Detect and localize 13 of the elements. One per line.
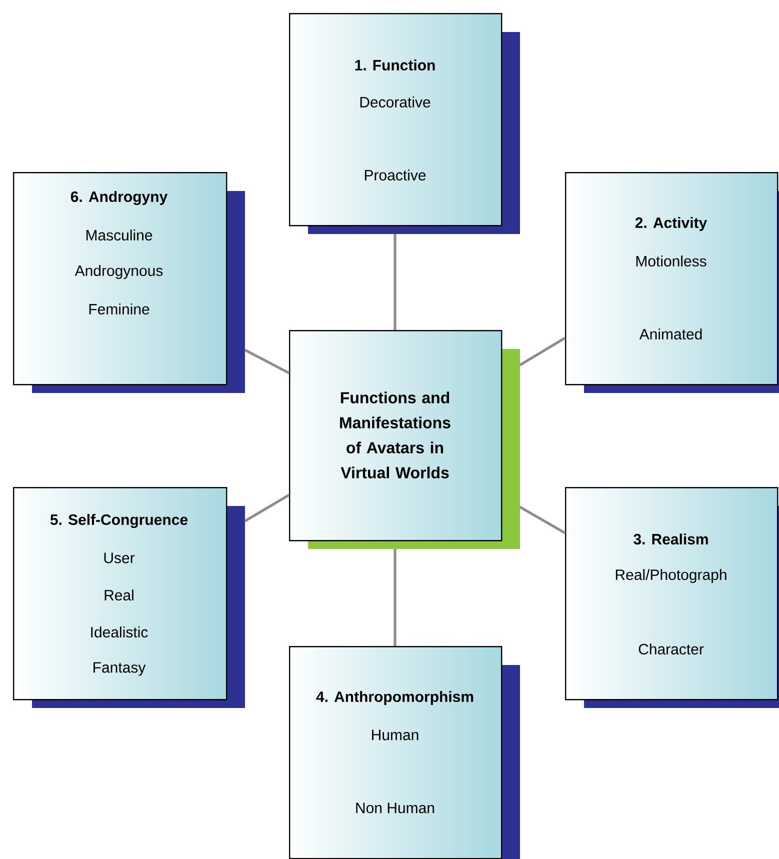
category-box: 2. Activity Motionless Animated xyxy=(565,172,779,393)
category-box: 5. Self-Congruence User Real Idealistic Fantasy xyxy=(13,487,245,708)
category-box: 4. Anthropomorphism Human Non Human xyxy=(289,646,520,859)
category-box: 3. Realism Real/Photograph Character xyxy=(565,487,779,708)
connector-line xyxy=(519,506,566,534)
connector-line xyxy=(394,234,396,330)
connector-line xyxy=(394,549,396,646)
connector-line xyxy=(244,348,290,374)
category-box: 6. Androgyny Masculine Androgynous Feminine xyxy=(13,172,245,393)
category-box: 1. Function Decorative Proactive xyxy=(289,13,520,234)
connector-line xyxy=(244,494,290,522)
title-box: Functions and Manifestations of Avatars in Virtual Worlds xyxy=(289,330,520,549)
connector-line xyxy=(519,336,566,366)
